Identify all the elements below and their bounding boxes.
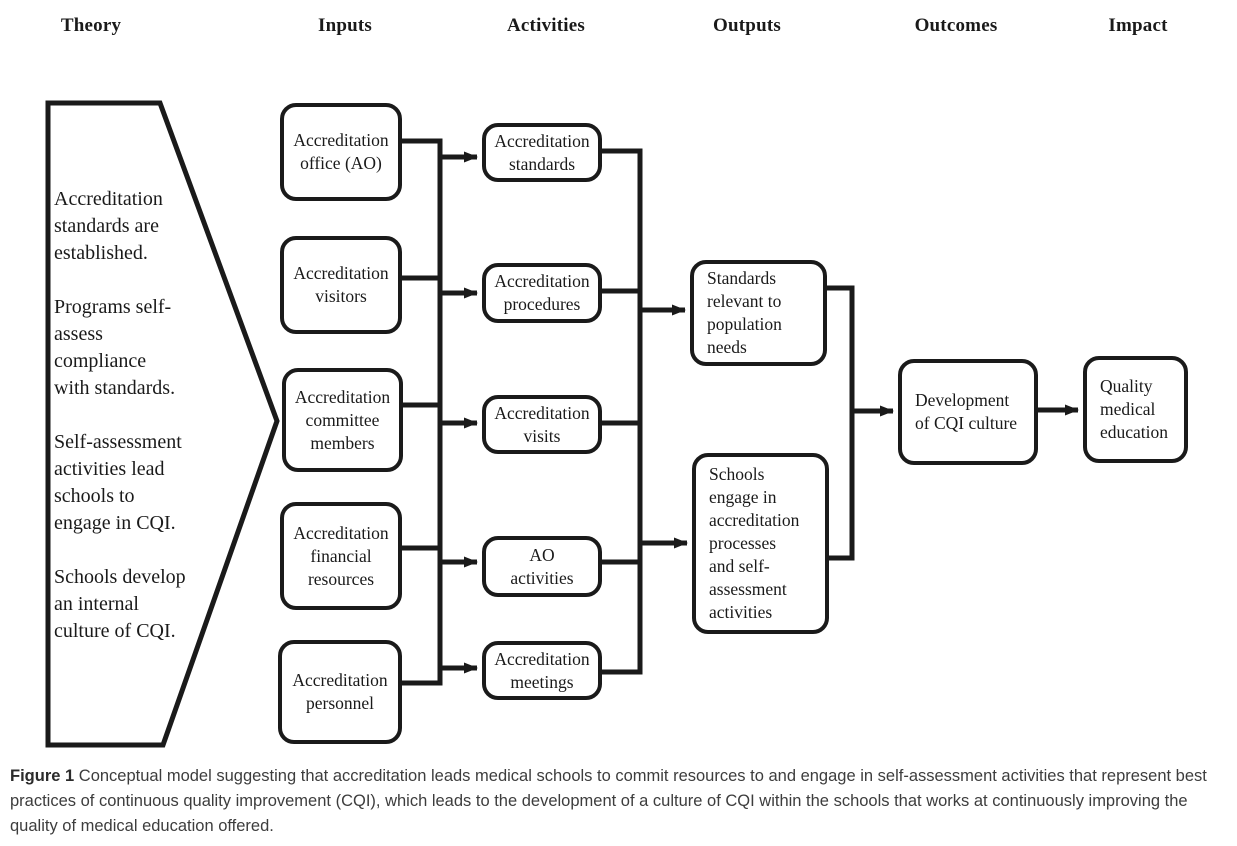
input-box-financial-resources: Accreditation financial resources	[280, 502, 402, 610]
figure-caption-text: Conceptual model suggesting that accredi…	[10, 767, 1207, 835]
input-box-accreditation-visitors: Accreditation visitors	[280, 236, 402, 334]
figure-caption: Figure 1 Conceptual model suggesting tha…	[10, 764, 1232, 839]
output-box-standards-relevant: Standards relevant to population needs	[690, 260, 827, 366]
input-box-accreditation-personnel: Accreditation personnel	[278, 640, 402, 744]
column-header-impact: Impact	[1108, 15, 1168, 36]
column-header-outputs: Outputs	[713, 15, 781, 36]
column-header-activities: Activities	[507, 15, 585, 36]
activity-box-meetings: Accreditation meetings	[482, 641, 602, 700]
output-box-schools-engage: Schools engage in accreditation processe…	[692, 453, 829, 634]
input-box-committee-members: Accreditation committee members	[282, 368, 403, 472]
activity-box-standards: Accreditation standards	[482, 123, 602, 182]
connector-lines	[398, 138, 1079, 686]
column-header-outcomes: Outcomes	[914, 15, 998, 36]
outcome-box-cqi-culture: Development of CQI culture	[898, 359, 1038, 465]
figure-caption-label: Figure 1	[10, 767, 75, 785]
activity-box-ao-activities: AO activities	[482, 536, 602, 597]
theory-shape	[45, 100, 280, 748]
activity-box-procedures: Accreditation procedures	[482, 263, 602, 323]
theory-statements: Accreditation standards are established.…	[54, 188, 186, 642]
column-header-theory: Theory	[60, 15, 122, 36]
column-header-inputs: Inputs	[317, 15, 373, 36]
input-box-accreditation-office: Accreditation office (AO)	[280, 103, 402, 201]
impact-box-quality-education: Quality medical education	[1083, 356, 1188, 463]
activity-box-visits: Accreditation visits	[482, 395, 602, 454]
